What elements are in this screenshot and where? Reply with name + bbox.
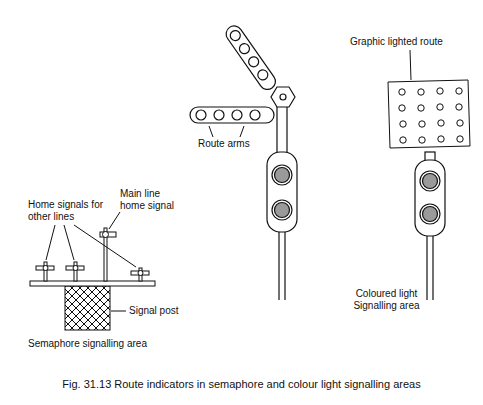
- leader-line: [209, 126, 213, 137]
- label: Route arms: [198, 138, 268, 150]
- platform: [30, 281, 155, 286]
- label: Signal post: [129, 305, 199, 317]
- label: Home signals for other lines: [28, 199, 110, 223]
- lattice-post: [65, 286, 110, 330]
- signal-head: [267, 152, 297, 232]
- arm-stem: [277, 106, 287, 153]
- route-arm: [223, 23, 279, 93]
- signal-post: [278, 232, 279, 300]
- figure-caption: Fig. 31.13 Route indicators in semaphore…: [62, 378, 420, 391]
- label: Coloured light Signalling area: [334, 288, 439, 312]
- leader-line: [111, 311, 126, 312]
- lamp: [423, 207, 438, 222]
- arm-lamp: [138, 271, 143, 276]
- lamp: [275, 168, 290, 183]
- arm-lamp: [73, 266, 78, 271]
- semaphore-arm: [131, 271, 149, 275]
- signal-post: [284, 232, 285, 300]
- leader-line: [64, 225, 74, 260]
- leader-line: [74, 225, 136, 267]
- leader-line: [240, 126, 244, 137]
- route-arm-signal: [190, 23, 297, 300]
- colour-light-signal: [415, 152, 445, 300]
- lamp-ring: [272, 165, 292, 185]
- label: Main line home signal: [120, 188, 182, 212]
- semaphore-arm: [100, 232, 116, 237]
- route-arm: [190, 107, 274, 123]
- signal-post: [426, 236, 427, 300]
- doll-post: [139, 268, 142, 281]
- panel-outline: [388, 80, 470, 148]
- arm-pivot: [271, 87, 295, 107]
- lamp-ring: [272, 200, 292, 220]
- arm-lamp: [43, 266, 48, 271]
- label: Semaphore signalling area: [28, 338, 178, 350]
- leader-line: [109, 212, 120, 229]
- label: Graphic lighted route: [350, 36, 465, 48]
- lamp-ring: [420, 204, 440, 224]
- signal-post: [432, 236, 433, 300]
- semaphore-arm: [66, 266, 84, 270]
- lamp: [423, 174, 438, 189]
- doll-post: [74, 262, 77, 281]
- graphic-route-panel: [388, 50, 470, 148]
- leader-line: [410, 50, 411, 80]
- doll-post: [44, 262, 47, 281]
- pivot-pin: [280, 94, 286, 100]
- semaphore-arm: [36, 266, 54, 270]
- lamp: [275, 203, 290, 218]
- leader-line: [46, 225, 55, 260]
- arm-lamp: [103, 232, 109, 238]
- lamp-ring: [420, 171, 440, 191]
- signal-head: [415, 160, 445, 236]
- panel-lamps: [399, 88, 463, 143]
